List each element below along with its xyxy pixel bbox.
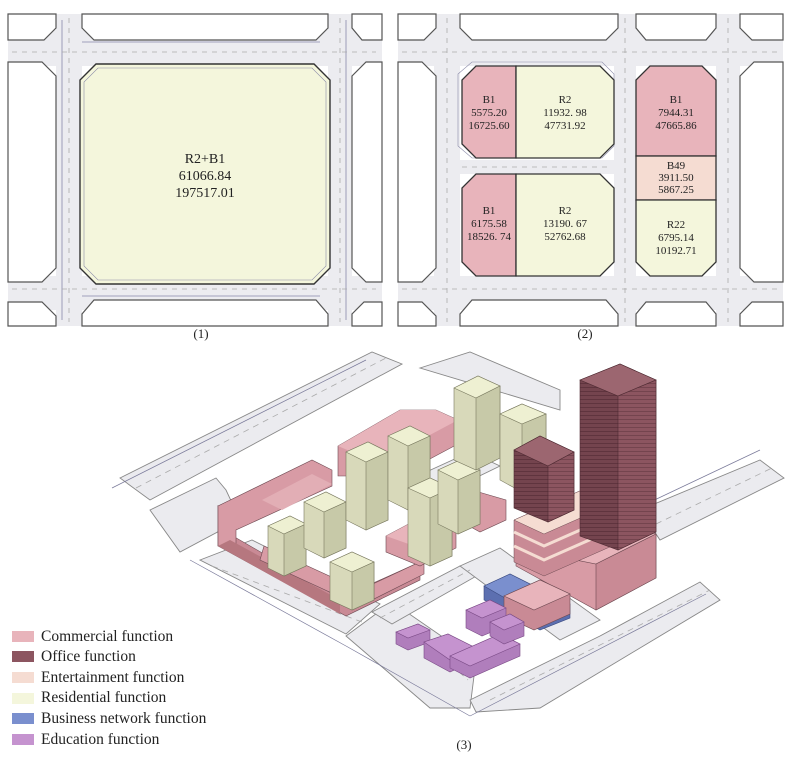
plot-label-floor-area: 16725.60 bbox=[468, 120, 510, 132]
block-r2-b1 bbox=[79, 63, 331, 285]
legend-swatch bbox=[12, 671, 34, 683]
road-southeast bbox=[469, 581, 721, 713]
plot-label-code: B1 bbox=[483, 94, 496, 106]
legend-item: Office function bbox=[12, 647, 206, 668]
legend-label: Office function bbox=[41, 648, 136, 666]
plot-label-floor-area: 18526. 74 bbox=[467, 231, 512, 243]
plot-label-floor-area: 10192.71 bbox=[655, 245, 696, 257]
plot-label-floor-area: 47731.92 bbox=[544, 120, 585, 132]
panel-3-caption: (3) bbox=[456, 737, 471, 752]
block-floor-area: 197517.01 bbox=[175, 186, 235, 201]
legend-swatch bbox=[12, 692, 34, 704]
plot-r2-north bbox=[515, 65, 615, 159]
legend-item: Business network function bbox=[12, 708, 206, 729]
plot-label-floor-area: 52762.68 bbox=[544, 231, 586, 243]
legend-item: Entertainment function bbox=[12, 667, 206, 688]
plot-label-code: B1 bbox=[483, 205, 496, 217]
legend-item: Commercial function bbox=[12, 626, 206, 647]
legend-swatch bbox=[12, 713, 34, 725]
plot-label-area: 7944.31 bbox=[658, 107, 694, 119]
office-tower-low bbox=[513, 435, 575, 523]
plot-label-floor-area: 5867.25 bbox=[658, 184, 694, 196]
legend-label: Residential function bbox=[41, 689, 167, 707]
panel-1-caption: (1) bbox=[193, 326, 208, 341]
plot-label-area: 3911.50 bbox=[658, 172, 694, 184]
plot-label-code: R22 bbox=[667, 219, 685, 231]
plot-r2-south bbox=[515, 173, 615, 277]
legend-swatch bbox=[12, 630, 34, 642]
road-northeast bbox=[418, 351, 561, 411]
residential-tower bbox=[303, 491, 347, 559]
plot-label-code: R2 bbox=[559, 205, 572, 217]
block-code: R2+B1 bbox=[185, 152, 226, 167]
plot-r22 bbox=[635, 199, 717, 277]
legend-item: Education function bbox=[12, 729, 206, 750]
residential-tower bbox=[453, 375, 501, 471]
legend-swatch bbox=[12, 733, 34, 745]
panel-2-caption: (2) bbox=[577, 326, 592, 341]
panel-2: B1 5575.20 16725.60 R2 11932. 98 47731.9… bbox=[397, 13, 784, 341]
road-east bbox=[639, 459, 785, 541]
plot-label-code: R2 bbox=[559, 94, 572, 106]
legend-swatch bbox=[12, 651, 34, 663]
residential-tower bbox=[329, 551, 375, 611]
legend-label: Business network function bbox=[41, 709, 207, 727]
panel-1: R2+B1 61066.84 197517.01 (1) bbox=[7, 13, 383, 341]
education-block bbox=[395, 599, 525, 679]
block-area: 61066.84 bbox=[179, 169, 232, 184]
residential-tower bbox=[267, 515, 307, 577]
plot-label-area: 6795.14 bbox=[658, 232, 694, 244]
panel-3-axonometric: (3) bbox=[111, 351, 785, 752]
plot-label-area: 11932. 98 bbox=[543, 107, 587, 119]
plot-label-area: 5575.20 bbox=[471, 107, 507, 119]
commercial-corner-block bbox=[503, 579, 571, 631]
legend-label: Education function bbox=[41, 730, 160, 748]
plot-label-area: 13190. 67 bbox=[543, 218, 588, 230]
plot-label-area: 6175.58 bbox=[471, 218, 507, 230]
legend-label: Commercial function bbox=[41, 627, 174, 645]
plot-label-floor-area: 47665.86 bbox=[655, 120, 697, 132]
office-tower-high bbox=[579, 363, 657, 551]
legend-label: Entertainment function bbox=[41, 668, 185, 686]
road-northwest bbox=[119, 351, 404, 501]
residential-tower bbox=[345, 441, 389, 531]
residential-tower bbox=[437, 459, 481, 535]
plot-label-code: B49 bbox=[667, 160, 686, 172]
legend-item: Residential function bbox=[12, 688, 206, 709]
plot-label-code: B1 bbox=[670, 94, 683, 106]
